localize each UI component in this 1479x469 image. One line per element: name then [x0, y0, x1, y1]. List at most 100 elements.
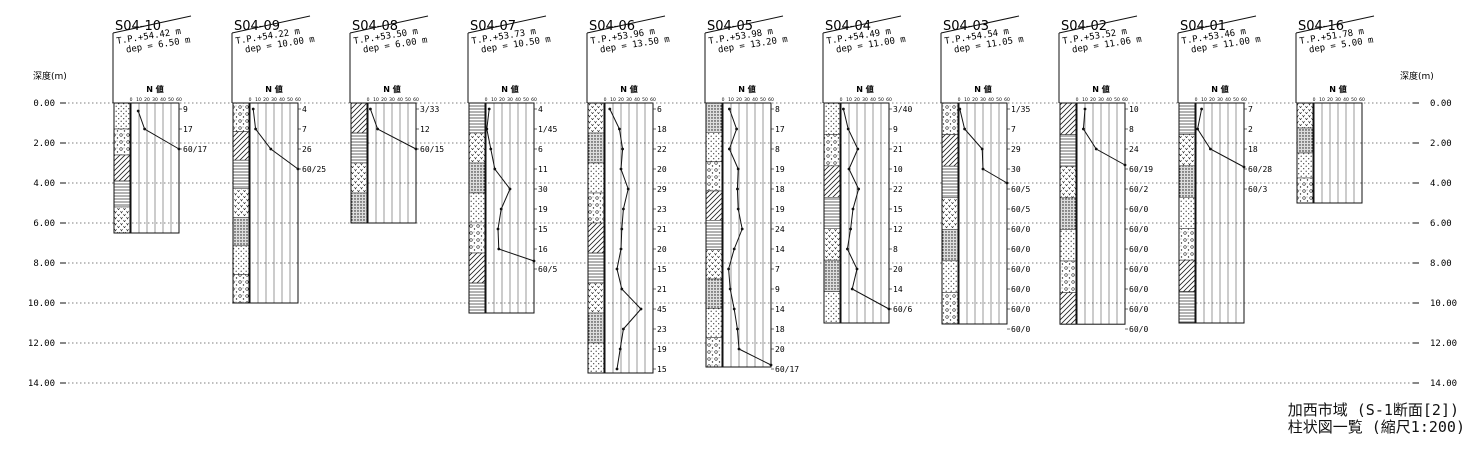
n-value-point	[1082, 127, 1085, 131]
n-value-label: 18	[657, 125, 667, 134]
n-value-point	[849, 227, 852, 231]
n-value-label: 14	[893, 285, 903, 294]
n-scale-label: 40	[634, 97, 640, 103]
n-value-point	[732, 247, 736, 251]
n-value-curve	[252, 108, 299, 170]
soil-layer	[587, 132, 605, 164]
depth-tick-left: 14.00	[28, 379, 55, 389]
n-value-point	[851, 207, 855, 211]
n-scale-label: 60	[1241, 97, 1247, 103]
n-value-label: 60/0	[1129, 325, 1148, 334]
n-value-label: 1/45	[538, 125, 557, 134]
soil-layer	[941, 229, 959, 262]
n-scale-label: 20	[618, 97, 624, 103]
n-scale-label: 40	[752, 97, 758, 103]
n-value-label: 22	[657, 145, 667, 154]
depth-tick-left: 0.00	[33, 99, 55, 109]
soil-column-frame	[941, 102, 959, 325]
n-value-header: N 値	[1092, 84, 1109, 94]
soil-layer	[232, 188, 250, 218]
n-value-label: 60/28	[1248, 165, 1272, 174]
n-value-header: N 値	[501, 84, 518, 94]
n-value-label: 12	[893, 225, 903, 234]
n-scale-label: 20	[972, 97, 978, 103]
n-scale-label: 20	[144, 97, 150, 103]
soil-layer	[1178, 228, 1196, 261]
depth-tick-left: 12.00	[28, 339, 55, 349]
n-value-label: 60/2	[1129, 185, 1148, 194]
depth-tick-right: 0.00	[1430, 99, 1452, 109]
soil-layer	[587, 312, 605, 344]
n-value-point	[1123, 163, 1127, 167]
n-value-label: 60/5	[538, 265, 557, 274]
n-value-header: N 値	[146, 84, 163, 94]
n-value-curve	[1082, 108, 1126, 166]
n-scale-label: 40	[870, 97, 876, 103]
depth-tick-left: 4.00	[33, 179, 55, 189]
n-value-label: 14	[775, 305, 785, 314]
n-value-label: 3/33	[420, 105, 439, 114]
n-value-label: 60/0	[1129, 225, 1148, 234]
soil-layer	[468, 222, 486, 254]
n-value-point	[736, 167, 740, 171]
n-value-point	[487, 107, 491, 111]
n-value-header: N 値	[620, 84, 637, 94]
n-value-label: 60/0	[1129, 305, 1148, 314]
soil-layer	[705, 102, 723, 133]
soil-layer	[1178, 134, 1196, 167]
n-scale-label: 60	[768, 97, 774, 103]
n-value-point	[981, 167, 985, 171]
n-value-label: 23	[657, 205, 667, 214]
soil-layer	[705, 308, 723, 338]
n-value-point	[728, 107, 731, 111]
n-value-point	[620, 287, 624, 291]
depth-tick-right: 10.00	[1430, 299, 1457, 309]
n-value-label: 45	[657, 305, 667, 314]
n-value-point	[493, 167, 497, 171]
n-scale-label: 20	[854, 97, 860, 103]
n-scale-label: 10	[255, 97, 261, 103]
n-value-point	[850, 287, 854, 291]
n-value-point	[626, 187, 630, 191]
soil-layer	[823, 102, 841, 135]
soil-layer	[1059, 197, 1077, 230]
n-scale-label: 0	[1076, 97, 1079, 103]
n-scale-label: 0	[958, 97, 961, 103]
n-value-point	[497, 247, 501, 251]
n-value-label: 20	[657, 245, 667, 254]
n-value-header: N 値	[738, 84, 755, 94]
soil-layer	[232, 245, 250, 275]
n-scale-label: 60	[1004, 97, 1010, 103]
depth-tick-right: 2.00	[1430, 139, 1452, 149]
n-value-label: 4	[538, 105, 543, 114]
n-value-point	[496, 227, 500, 231]
soil-layer	[468, 282, 486, 314]
depth-tick-right: 12.00	[1430, 339, 1457, 349]
n-value-point	[615, 367, 619, 371]
n-scale-label: 60	[1122, 97, 1128, 103]
n-value-point	[856, 147, 860, 151]
n-value-label: 15	[657, 265, 667, 274]
soil-layer	[113, 180, 131, 208]
n-value-label: 1/35	[1011, 105, 1030, 114]
soil-layer	[941, 260, 959, 293]
soil-layer	[823, 197, 841, 229]
n-value-label: 60/0	[1011, 305, 1030, 314]
n-scale-label: 30	[1217, 97, 1223, 103]
n-value-label: 3/40	[893, 105, 912, 114]
depth-tick-left: 8.00	[33, 259, 55, 269]
n-value-label: 7	[775, 265, 780, 274]
n-value-label: 60/0	[1129, 285, 1148, 294]
soil-layer	[468, 132, 486, 164]
n-value-label: 10	[1129, 105, 1139, 114]
n-value-label: 19	[775, 205, 785, 214]
n-value-label: 21	[893, 145, 903, 154]
n-value-point	[639, 307, 643, 311]
n-value-label: 6	[657, 105, 662, 114]
n-value-point	[621, 147, 624, 151]
n-scale-label: 30	[626, 97, 632, 103]
n-value-point	[618, 127, 621, 131]
n-value-curve	[728, 108, 772, 366]
